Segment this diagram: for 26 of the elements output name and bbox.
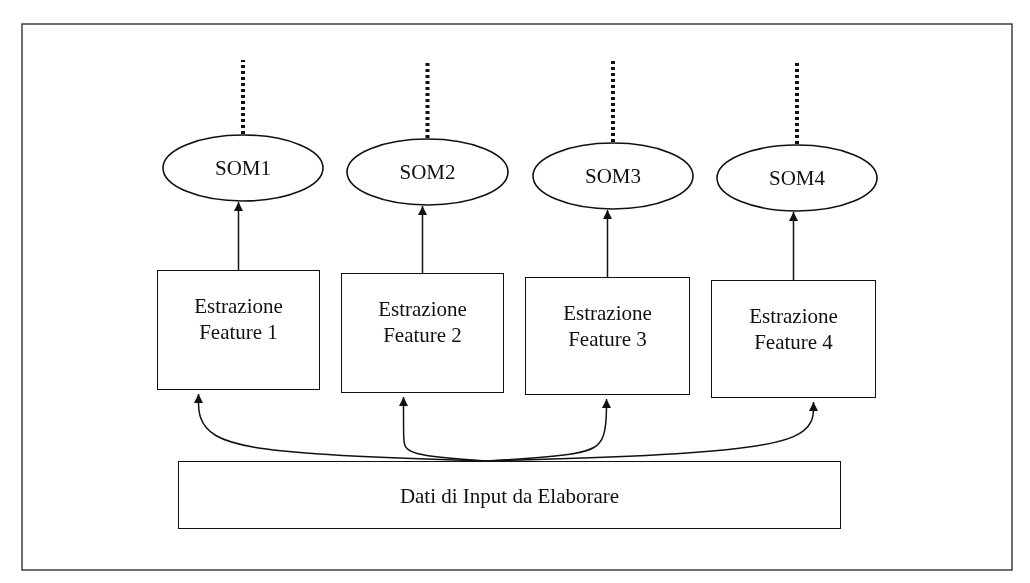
- process-ellipse: [532, 142, 694, 210]
- node-label: Estrazione Feature 1: [193, 293, 284, 345]
- node-label: Dati di Input da Elaborare: [398, 483, 621, 509]
- process-ellipse: [162, 134, 324, 202]
- process-ellipse: [716, 144, 878, 212]
- arrow: [789, 211, 798, 281]
- node-label: Estrazione Feature 4: [748, 303, 839, 355]
- node-label: Estrazione Feature 2: [377, 296, 468, 348]
- arrow: [418, 205, 427, 274]
- arrow: [234, 201, 243, 271]
- process-ellipse: [346, 138, 509, 206]
- process-box: [157, 270, 320, 390]
- process-box: [711, 280, 876, 398]
- dotted-line: [241, 60, 245, 134]
- node-label: SOM3: [584, 163, 642, 189]
- node-label: SOM1: [214, 155, 272, 181]
- input-box: [178, 461, 841, 529]
- node-label: Estrazione Feature 3: [562, 300, 653, 352]
- node-label: SOM4: [768, 165, 826, 191]
- node-label: SOM2: [398, 159, 457, 185]
- dotted-line: [611, 60, 615, 142]
- dotted-line: [795, 60, 799, 144]
- arrow: [603, 209, 612, 278]
- dotted-line: [425, 60, 430, 138]
- process-box: [525, 277, 690, 395]
- process-box: [341, 273, 504, 393]
